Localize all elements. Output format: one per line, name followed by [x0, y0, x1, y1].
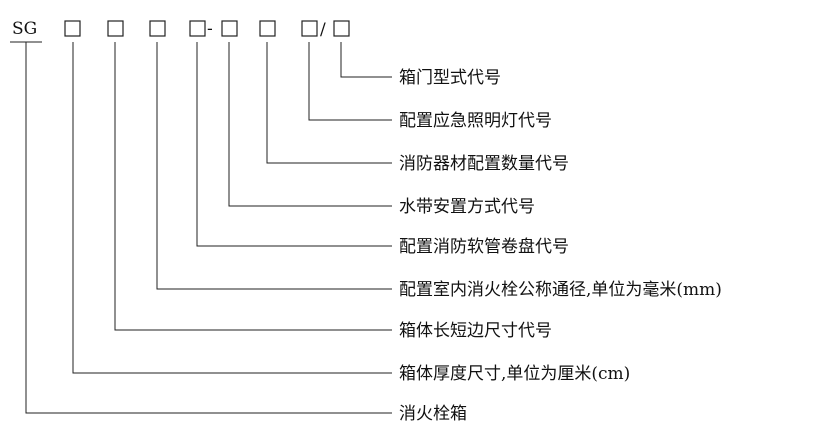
description-3: 箱体长短边尺寸代号	[399, 321, 552, 341]
leader-line-5	[196, 42, 392, 247]
code-box-6	[221, 20, 238, 37]
code-box-7	[259, 20, 276, 37]
leader-line-3	[114, 42, 392, 331]
code-box-3	[107, 20, 124, 37]
leader-lines	[25, 42, 392, 414]
description-4: 配置室内消火栓公称通径,单位为毫米(mm)	[399, 280, 722, 300]
description-2: 箱体厚度尺寸,单位为厘米(cm)	[399, 364, 630, 384]
description-6: 水带安置方式代号	[399, 197, 535, 217]
description-9: 箱门型式代号	[399, 68, 501, 88]
leader-line-8	[308, 42, 392, 121]
description-8: 配置应急照明灯代号	[399, 111, 552, 131]
slash-separator: /	[320, 20, 326, 40]
code-box-4	[149, 20, 166, 37]
dash-separator: -	[207, 19, 213, 39]
leader-line-2	[72, 42, 392, 374]
prefix-label: SG	[12, 19, 37, 39]
leader-line-1	[25, 42, 392, 414]
leader-line-7	[266, 42, 392, 164]
code-box-2	[64, 20, 81, 37]
code-box-5	[189, 20, 206, 37]
leader-line-4	[156, 42, 392, 290]
description-7: 消防器材配置数量代号	[399, 154, 569, 174]
code-box-8	[301, 20, 318, 37]
code-box-9	[333, 20, 350, 37]
leader-line-6	[228, 42, 392, 207]
description-1: 消火栓箱	[399, 404, 467, 424]
description-5: 配置消防软管卷盘代号	[399, 237, 569, 257]
leader-line-9	[340, 42, 392, 78]
